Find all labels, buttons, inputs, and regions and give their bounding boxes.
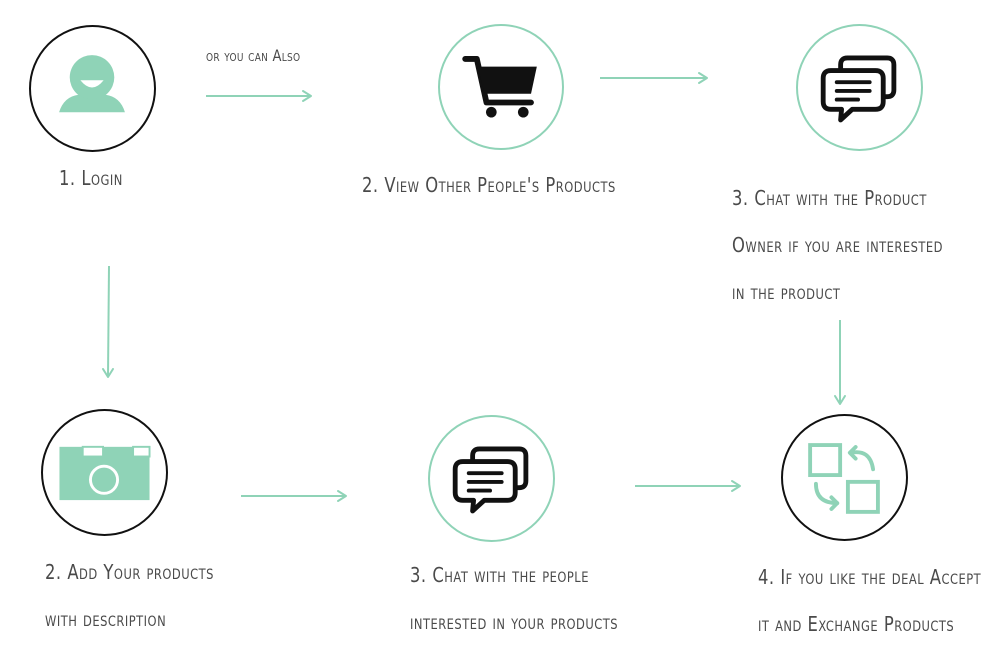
arrow-chat-owner-to-exchange <box>834 320 846 405</box>
arrow-login-to-view <box>206 90 312 102</box>
arrow-head <box>731 480 741 492</box>
exchange-label: 4. If you like the deal Accept it and Ex… <box>758 554 981 648</box>
arrow-head <box>337 490 347 502</box>
add-products-label: 2. Add Your products with description <box>45 549 214 643</box>
arrow-head <box>302 90 312 102</box>
label-line: Owner if you are interested <box>732 233 943 257</box>
alternative-caption: or you can Also <box>206 46 301 65</box>
label-line: 2. Add Your products <box>45 560 214 584</box>
label-line: 3. Chat with the people <box>410 563 589 587</box>
view-products-node <box>438 24 564 150</box>
chat-owner-node <box>796 24 923 151</box>
add-products-node <box>41 409 168 536</box>
exchange-icon <box>808 443 880 514</box>
label-line: 3. Chat with the Product <box>732 186 927 210</box>
login-node <box>29 25 156 152</box>
camera-icon <box>59 445 151 501</box>
label-line: 4. If you like the deal Accept <box>758 565 982 589</box>
chat-bubbles-icon <box>820 55 897 123</box>
arrow-chat-people-to-exchange <box>635 480 741 492</box>
chat-bubbles-icon <box>452 446 529 514</box>
chat-people-node <box>428 415 555 542</box>
user-icon <box>59 55 125 113</box>
chat-owner-label: 3. Chat with the Product Owner if you ar… <box>732 175 943 316</box>
view-products-label: 2. View Other People's Products <box>362 162 616 209</box>
arrow-head <box>102 368 114 378</box>
label-line: with description <box>45 607 167 631</box>
arrow-head <box>834 395 846 405</box>
arrow-head <box>698 72 708 84</box>
label-line: 2. View Other People's Products <box>362 173 616 197</box>
arrow-view-to-chat-owner <box>600 72 708 84</box>
label-line: in the product <box>732 280 841 304</box>
chat-people-label: 3. Chat with the people interested in yo… <box>410 552 618 646</box>
label-line: 1. Login <box>59 166 123 190</box>
label-line: interested in your products <box>410 610 619 634</box>
arrow-add-to-chat-people <box>241 490 347 502</box>
label-line: it and Exchange Products <box>758 612 955 636</box>
exchange-node <box>781 414 908 541</box>
arrow-line <box>107 265 110 377</box>
arrow-login-to-add <box>102 265 114 378</box>
shopping-cart-icon <box>462 56 537 118</box>
login-label: 1. Login <box>59 155 123 202</box>
